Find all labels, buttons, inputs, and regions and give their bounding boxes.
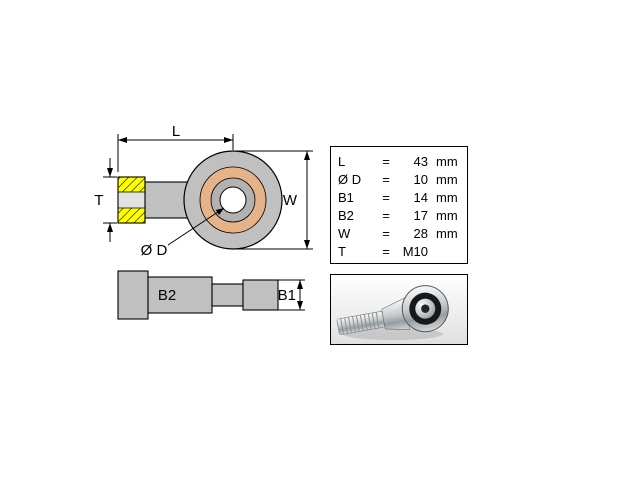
spec-row: L = 43 mm	[338, 152, 467, 170]
spec-value: 28	[413, 225, 428, 241]
spec-param: T	[338, 243, 346, 259]
dimension-B1	[278, 279, 305, 311]
spec-value: M10	[402, 243, 428, 259]
spec-row: B2 = 17 mm	[338, 206, 467, 224]
top-view-head-block	[242, 279, 279, 311]
spec-param: B1	[338, 189, 354, 205]
dim-label-W: W	[283, 192, 298, 209]
dim-label-B2: B2	[158, 287, 176, 304]
dimension-L	[117, 134, 234, 172]
spec-unit: mm	[436, 225, 458, 241]
spec-equals: =	[382, 171, 390, 187]
thread-section	[117, 176, 146, 224]
spec-param: B2	[338, 207, 354, 223]
spec-equals: =	[382, 243, 390, 259]
spec-row: B1 = 14 mm	[338, 188, 467, 206]
photo-bore	[421, 304, 430, 313]
dim-label-T: T	[94, 192, 103, 209]
rod-end-photo-part	[336, 285, 449, 335]
spec-equals: =	[382, 189, 390, 205]
spec-value: 10	[413, 171, 428, 187]
spec-row: Ø D = 10 mm	[338, 170, 467, 188]
dim-label-D: Ø D	[141, 242, 168, 259]
top-view-body-block	[147, 276, 213, 314]
spec-value: 17	[413, 207, 428, 223]
product-photo	[331, 275, 467, 344]
bore-hole	[219, 186, 247, 214]
spec-equals: =	[382, 225, 390, 241]
dimension-D	[167, 207, 225, 246]
spec-param: Ø D	[338, 171, 362, 187]
spec-unit: mm	[436, 189, 458, 205]
spec-unit: mm	[436, 153, 458, 169]
dim-label-B1: B1	[278, 287, 296, 304]
spec-unit: mm	[436, 207, 458, 223]
spec-row: W = 28 mm	[338, 224, 467, 242]
dimension-T	[103, 158, 117, 242]
spec-value: 14	[413, 189, 428, 205]
photo-thread-ridges	[340, 312, 380, 335]
top-view-thread-block	[117, 270, 149, 320]
spec-param: W	[338, 225, 351, 241]
spec-equals: =	[382, 153, 390, 169]
spec-unit: mm	[436, 171, 458, 187]
top-view-neck	[211, 283, 244, 307]
spec-equals: =	[382, 207, 390, 223]
rod-end-top-view	[117, 270, 279, 320]
spec-value: 43	[413, 153, 428, 169]
rod-end-side-view	[117, 150, 283, 250]
dim-label-L: L	[172, 123, 180, 140]
product-photo-box	[330, 274, 468, 345]
spec-param: L	[338, 153, 346, 169]
spec-row: T = M10	[338, 242, 467, 260]
technical-drawing: L W T Ø D	[94, 123, 313, 320]
dimension-W	[233, 150, 313, 250]
spec-table: L = 43 mm Ø D = 10 mm B1 = 14 mm B2 = 17…	[330, 146, 468, 264]
